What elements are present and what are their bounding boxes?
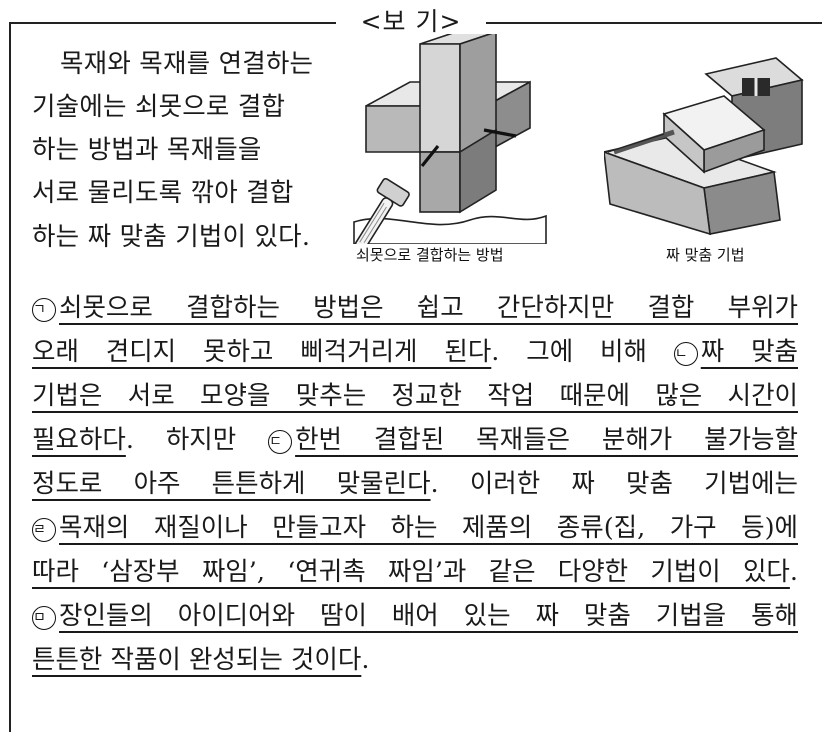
intro-line-4: 서로 물리도록 깎아 결합 [32, 178, 294, 208]
marker-c: ㄷ [268, 430, 293, 454]
marker-b: ㄴ [673, 342, 698, 366]
interlocking-wood-joint-icon [604, 57, 804, 236]
intro-line-5: 하는 짜 맞춤 기법이 있다. [32, 222, 311, 252]
intro-line-1: 목재와 목재를 연결하는 [60, 49, 314, 79]
figure-caption-joint: 짜 맞춤 기법 [666, 246, 745, 264]
marker-e: ㅁ [32, 606, 56, 630]
paragraph-line-9: 튼튼한 작품이 완성되는 것이다. [32, 641, 798, 679]
box-title: <보 기> [336, 6, 486, 38]
underlined-segment: 튼튼한 작품이 완성되는 것이다 [32, 645, 362, 675]
plain-segment: . [789, 557, 798, 587]
plain-segment: . [361, 645, 370, 675]
underlined-segment: 쇠못으로 결합하는 방법은 쉽고 간단하지만 결합 부위가 [59, 293, 798, 323]
marker-a: ㄱ [32, 298, 56, 322]
underlined-segment: 한번 결합된 목재들은 분해가 불가능할 [295, 425, 798, 455]
underlined-segment: 기법은 서로 모양을 맞추는 정교한 작업 때문에 많은 시간이 [32, 381, 798, 411]
marker-d: ㄹ [32, 518, 56, 542]
underlined-segment: 정도로 아주 튼튼하게 맞물린다 [32, 469, 431, 499]
underlined-segment: 따라 ‘삼장부 짜임’, ‘연귀촉 짜임’과 같은 다양한 기법이 있다 [32, 557, 790, 587]
intro-line-2: 기술에는 쇠못으로 결합 [32, 92, 286, 122]
intro-line-3: 하는 방법과 목재들을 [32, 135, 262, 165]
plain-segment: . 그에 비해 [491, 337, 674, 367]
underlined-segment: 목재의 재질이나 만들고자 하는 제품의 종류(집, 가구 등)에 [59, 513, 798, 543]
paragraph-line-3: 기법은 서로 모양을 맞추는 정교한 작업 때문에 많은 시간이 [32, 377, 798, 415]
plain-segment: . 이러한 짜 맞춤 기법에는 [430, 469, 798, 499]
plain-segment: . 하지만 [125, 425, 269, 455]
underlined-segment: 필요하다 [32, 425, 126, 455]
underlined-segment: 짜 맞춤 [700, 337, 798, 367]
figure-caption-nail: 쇠못으로 결합하는 방법 [356, 246, 504, 264]
paragraph-line-7: 따라 ‘삼장부 짜임’, ‘연귀촉 짜임’과 같은 다양한 기법이 있다. [32, 553, 798, 591]
hammer-and-nails-joint-icon [353, 34, 547, 244]
underlined-segment: 장인들의 아이디어와 땀이 배어 있는 짜 맞춤 기법을 통해 [59, 601, 798, 631]
paragraph-line-5: 정도로 아주 튼튼하게 맞물린다. 이러한 짜 맞춤 기법에는 [32, 465, 798, 503]
underlined-segment: 오래 견디지 못하고 삐걱거리게 된다 [32, 337, 492, 367]
